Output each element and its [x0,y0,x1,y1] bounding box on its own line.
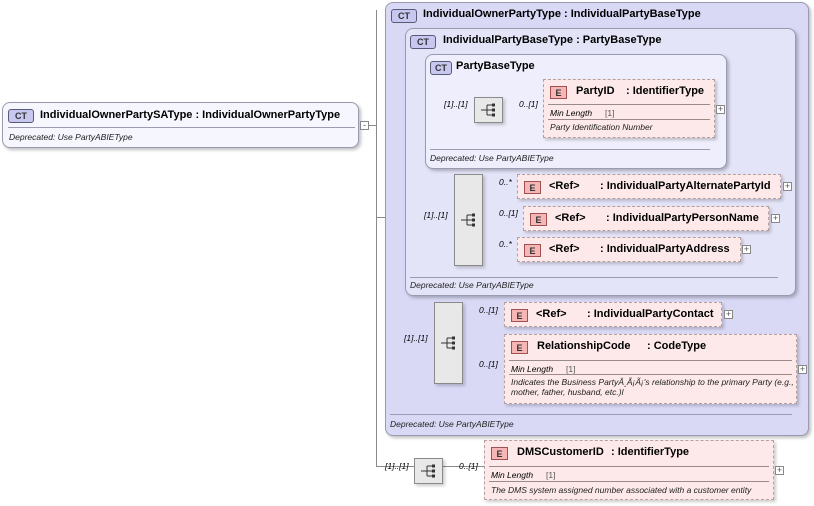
cardinality-label: 0..[1] [499,208,518,218]
complex-type-icon: CT [430,61,452,75]
element-person-name[interactable]: E <Ref> : IndividualPartyPersonName [523,206,769,231]
facet-label: Min Length [511,364,554,374]
cardinality-label: [1]..[1] [404,333,428,343]
element-ref: <Ref> [555,212,586,224]
element-relationship-code[interactable]: E RelationshipCode : CodeType Min Length… [504,334,797,404]
element-description: The DMS system assigned number associate… [491,485,752,495]
mid-footer: Deprecated: Use PartyABIEType [410,280,534,290]
element-name: : IndividualPartyAlternatePartyId [600,180,771,192]
element-name: PartyID [576,85,615,97]
cardinality-label: 0..[1] [479,305,498,315]
element-name: : IndividualPartyAddress [600,243,730,255]
facet-value: [1] [605,108,615,118]
root-complex-type[interactable]: CT IndividualOwnerPartySAType : Individu… [2,102,359,148]
element-icon: E [524,181,541,194]
element-name: : IndividualPartyContact [587,308,714,320]
element-ref: <Ref> [536,308,567,320]
sequence-compositor[interactable] [434,302,463,384]
sequence-icon [460,213,475,227]
cardinality-label: 0..[1] [459,461,478,471]
outer-footer: Deprecated: Use PartyABIEType [390,419,514,429]
mid-title: IndividualPartyBaseType : PartyBaseType [443,34,662,46]
plus-icon[interactable]: + [716,104,725,114]
complex-type-icon: CT [410,35,436,49]
element-name: RelationshipCode [537,340,631,352]
element-icon: E [511,341,528,354]
element-ref: <Ref> [549,180,580,192]
element-name: : IndividualPartyPersonName [606,212,759,224]
sequence-compositor[interactable] [414,458,443,484]
element-icon: E [530,213,547,226]
element-type: : IdentifierType [611,446,690,458]
facet-label: Min Length [491,470,534,480]
plus-icon[interactable]: + [783,181,792,191]
element-name: DMSCustomerID [517,446,604,458]
minus-icon[interactable]: - [360,121,369,130]
plus-icon[interactable]: + [798,364,807,374]
element-contact[interactable]: E <Ref> : IndividualPartyContact [504,302,722,327]
root-footer: Deprecated: Use PartyABIEType [9,132,133,142]
facet-value: [1] [546,470,556,480]
plus-icon[interactable]: + [742,244,751,254]
facet-label: Min Length [550,108,593,118]
sequence-icon [420,464,435,478]
cardinality-label: 0..[1] [479,359,498,369]
cardinality-label: 0..[1] [519,99,538,109]
element-type: : CodeType [647,340,707,352]
outer-title: IndividualOwnerPartyType : IndividualPar… [423,8,701,20]
element-party-id[interactable]: E PartyID : IdentifierType Min Length [1… [543,79,715,138]
complex-type-icon: CT [391,9,417,23]
element-type: : IdentifierType [626,85,705,97]
plus-icon[interactable]: + [771,213,780,223]
plus-icon[interactable]: + [775,465,784,475]
cardinality-label: [1]..[1] [385,461,409,471]
cardinality-label: [1]..[1] [444,99,468,109]
element-address[interactable]: E <Ref> : IndividualPartyAddress [517,237,741,262]
element-icon: E [511,309,528,322]
complex-type-icon: CT [8,109,34,123]
plus-icon[interactable]: + [724,309,733,319]
element-alternate-party-id[interactable]: E <Ref> : IndividualPartyAlternatePartyI… [517,174,781,199]
element-description: Indicates the Business PartyÂ¸Ã¡Ã¡'s rel… [511,377,794,397]
cardinality-label: 0..* [499,239,512,249]
element-description: Party Identification Number [550,122,653,132]
cardinality-label: 0..* [499,177,512,187]
sequence-icon [480,103,495,117]
root-title: IndividualOwnerPartySAType : IndividualO… [40,109,341,121]
inner-title: PartyBaseType [456,60,535,72]
element-icon: E [550,86,567,99]
facet-value: [1] [566,364,576,374]
sequence-icon [440,336,455,350]
sequence-compositor[interactable] [474,97,503,123]
element-icon: E [491,447,508,460]
cardinality-label: [1]..[1] [424,210,448,220]
element-ref: <Ref> [549,243,580,255]
element-dms-customer-id[interactable]: E DMSCustomerID : IdentifierType Min Len… [484,440,774,500]
inner-footer: Deprecated: Use PartyABIEType [430,153,554,163]
sequence-compositor[interactable] [454,174,483,266]
element-icon: E [524,244,541,257]
